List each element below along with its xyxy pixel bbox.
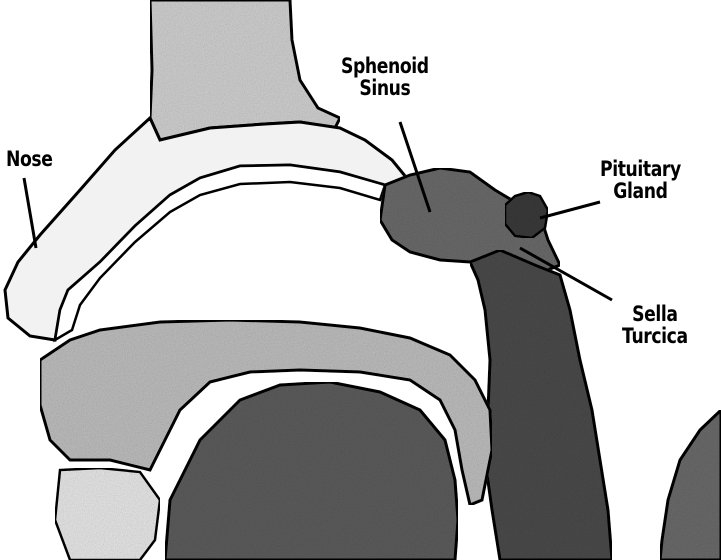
label-sphenoid-line-2: Sinus [341, 77, 429, 99]
label-nose: Nose [6, 148, 53, 170]
tongue [165, 382, 458, 560]
label-sphenoid-line-1: Sphenoid [341, 55, 429, 77]
lower-jaw [55, 468, 160, 560]
pituitary-gland-shape [505, 192, 548, 238]
nose-leader-line [24, 178, 36, 248]
label-sella-turcica: Sella Turcica [622, 303, 688, 347]
label-sphenoid-sinus: Sphenoid Sinus [341, 55, 429, 99]
label-sella-line-2: Turcica [622, 325, 688, 347]
frontal-bone [150, 0, 340, 140]
label-sella-line-1: Sella [622, 303, 688, 325]
label-pituitary-line-2: Gland [600, 180, 681, 202]
label-pituitary-gland: Pituitary Gland [600, 158, 681, 202]
label-pituitary-line-1: Pituitary [600, 158, 681, 180]
pharynx-column [470, 250, 612, 560]
right-edge-structure [660, 410, 721, 560]
label-nose-text: Nose [6, 148, 53, 170]
